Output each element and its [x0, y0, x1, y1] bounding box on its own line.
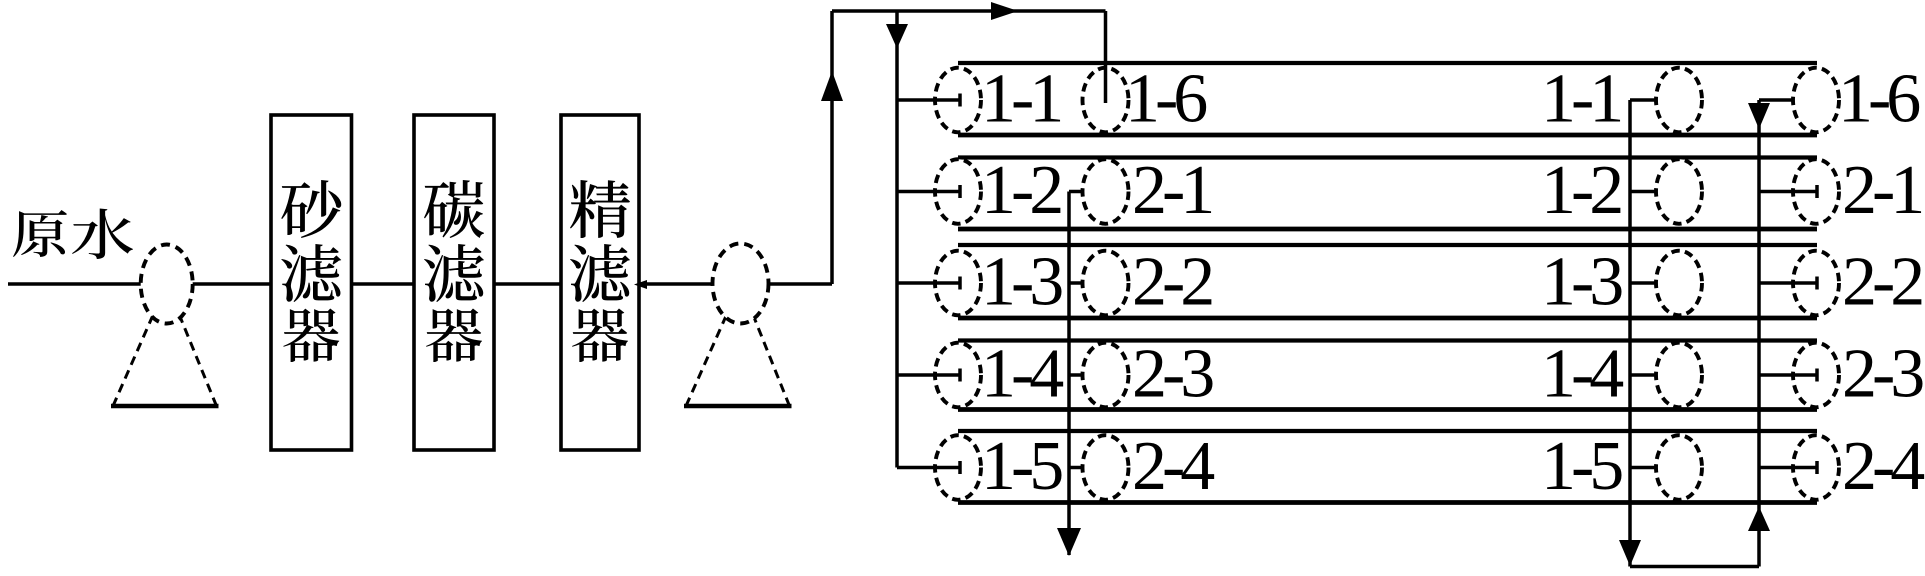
- svg-text:1-4: 1-4: [981, 335, 1063, 412]
- svg-text:1-6: 1-6: [1125, 60, 1206, 137]
- svg-text:1-3: 1-3: [981, 243, 1062, 320]
- svg-text:1-2: 1-2: [1541, 152, 1621, 229]
- svg-text:1-1: 1-1: [1541, 60, 1620, 137]
- svg-text:1-5: 1-5: [981, 428, 1062, 505]
- svg-text:1-6: 1-6: [1838, 60, 1919, 137]
- svg-text:1-1: 1-1: [981, 60, 1060, 137]
- svg-text:1-4: 1-4: [1541, 335, 1623, 412]
- svg-text:2-3: 2-3: [1132, 335, 1213, 412]
- svg-text:1-2: 1-2: [981, 152, 1061, 229]
- svg-text:1-5: 1-5: [1541, 428, 1622, 505]
- svg-text:2-2: 2-2: [1132, 243, 1212, 320]
- svg-text:2-4: 2-4: [1132, 428, 1214, 505]
- svg-text:1-3: 1-3: [1541, 243, 1622, 320]
- svg-text:2-2: 2-2: [1842, 243, 1922, 320]
- svg-text:2-1: 2-1: [1842, 152, 1921, 229]
- svg-text:2-3: 2-3: [1842, 335, 1923, 412]
- svg-text:2-1: 2-1: [1132, 152, 1211, 229]
- svg-text:2-4: 2-4: [1842, 428, 1924, 505]
